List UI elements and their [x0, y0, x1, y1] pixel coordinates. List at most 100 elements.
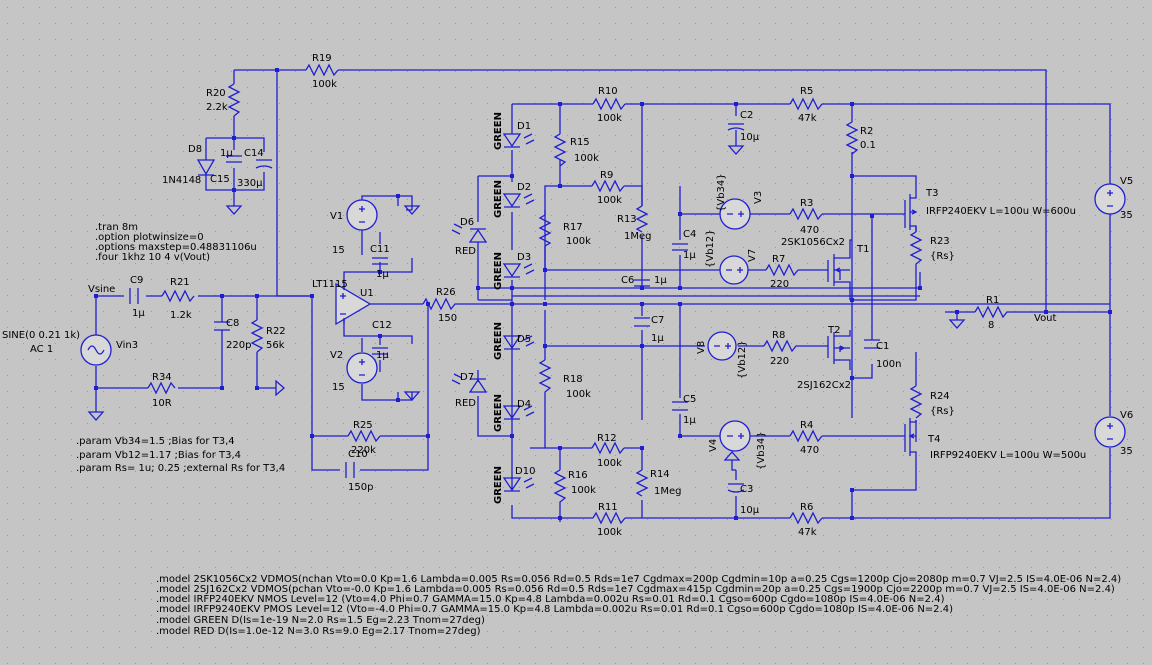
label-ac: AC 1: [30, 344, 53, 355]
capacitor-C2[interactable]: [727, 123, 745, 131]
resistor-R6[interactable]: [789, 511, 823, 525]
resistor-R25[interactable]: [347, 429, 381, 443]
capacitor-C10[interactable]: [345, 462, 355, 478]
directive-line[interactable]: .option plotwinsize=0: [95, 232, 204, 243]
capacitor-C3[interactable]: [727, 483, 745, 493]
resistor-R17[interactable]: [538, 214, 552, 247]
mosfet-T3[interactable]: [904, 184, 918, 232]
resistor-R7[interactable]: [765, 263, 799, 277]
resistor-R9[interactable]: [591, 179, 625, 193]
label-green-4: GREEN: [493, 322, 504, 360]
label-V5: V5: [1120, 176, 1133, 187]
diode-D8[interactable]: [196, 159, 216, 176]
led-D7[interactable]: [451, 373, 488, 393]
resistor-R12[interactable]: [591, 441, 625, 455]
directive-line[interactable]: .tran 8m: [95, 222, 138, 233]
voltage-source-V2[interactable]: [346, 352, 378, 384]
resistor-R1[interactable]: [974, 305, 1010, 319]
model-line[interactable]: .model IRFP240EKV NMOS Level=12 (Vto=4.0…: [156, 594, 945, 605]
opamp-U1[interactable]: [335, 282, 372, 326]
label-C2: C2: [740, 110, 753, 121]
capacitor-C4[interactable]: [672, 243, 688, 251]
led-D1[interactable]: [502, 133, 535, 148]
resistor-R8[interactable]: [763, 339, 798, 353]
resistor-R15[interactable]: [553, 133, 567, 167]
model-line[interactable]: .model IRFP9240EKV PMOS Level=12 (Vto=-4…: [156, 604, 953, 615]
model-line[interactable]: .model 2SJ162Cx2 VDMOS(pchan Vto=-0.0 Kp…: [156, 584, 1115, 595]
value-R9: 100k: [597, 195, 622, 206]
voltage-source-V3[interactable]: [719, 198, 751, 230]
led-D10[interactable]: [502, 477, 535, 492]
resistor-R19[interactable]: [305, 63, 339, 77]
junction-dots: [94, 68, 1112, 520]
mosfet-T4[interactable]: [904, 418, 917, 476]
model-line[interactable]: .model 2SK1056Cx2 VDMOS(nchan Vto=0.0 Kp…: [156, 574, 1121, 585]
resistor-R5[interactable]: [789, 97, 823, 111]
label-T1: T1: [856, 244, 869, 255]
led-D5[interactable]: [502, 335, 535, 350]
label-R18: R18: [563, 374, 583, 385]
label-R25: R25: [353, 420, 373, 431]
directive-line[interactable]: .four 1khz 10 4 v(Vout): [95, 252, 210, 263]
capacitor-C15[interactable]: [226, 155, 242, 163]
resistor-R20[interactable]: [227, 83, 241, 117]
param-line[interactable]: .param Vb34=1.5 ;Bias for T3,4: [76, 436, 235, 447]
capacitor-C5[interactable]: [672, 401, 688, 411]
resistor-R10[interactable]: [592, 97, 626, 111]
resistor-R3[interactable]: [789, 207, 823, 221]
label-D7: D7: [460, 372, 474, 383]
capacitor-C11[interactable]: [372, 257, 388, 265]
led-D2[interactable]: [502, 193, 535, 208]
mosfet-T2[interactable]: [827, 330, 851, 370]
voltage-source-V8[interactable]: [707, 331, 737, 361]
param-line[interactable]: .param Vb12=1.17 ;Bias for T3,4: [76, 450, 241, 461]
resistor-R14[interactable]: [635, 469, 649, 497]
resistor-R18[interactable]: [538, 359, 552, 410]
resistor-R16[interactable]: [553, 469, 567, 522]
value-C2: 10µ: [740, 132, 760, 143]
voltage-source-V4[interactable]: [719, 420, 751, 452]
voltage-source-V5[interactable]: [1094, 183, 1126, 215]
capacitor-C9[interactable]: [129, 288, 139, 304]
mosfet-T1[interactable]: [827, 250, 851, 290]
label-C15: C15: [210, 174, 230, 185]
voltage-source-V7[interactable]: [719, 255, 749, 285]
label-R20: R20: [206, 88, 226, 99]
label-C4: C4: [683, 229, 696, 240]
resistor-R21[interactable]: [161, 289, 195, 303]
capacitor-C1[interactable]: [864, 339, 880, 349]
label-R1: R1: [986, 295, 999, 306]
capacitor-C6[interactable]: [634, 279, 650, 287]
capacitor-C14[interactable]: [255, 159, 273, 169]
value-R4: 470: [800, 445, 819, 456]
resistor-R26[interactable]: [422, 297, 463, 311]
resistor-R34[interactable]: [147, 381, 176, 395]
label-C6: C6: [621, 275, 634, 286]
voltage-source-V6[interactable]: [1094, 416, 1126, 448]
resistor-R13[interactable]: [635, 205, 649, 233]
led-D6[interactable]: [451, 223, 488, 243]
label-opamp: LT1115: [312, 279, 348, 290]
voltage-source-V1[interactable]: [346, 199, 378, 231]
param-line[interactable]: .param Rs= 1u; 0.25 ;external Rs for T3,…: [76, 463, 285, 474]
resistor-R24[interactable]: [909, 385, 923, 419]
model-line[interactable]: .model RED D(Is=1.0e-12 N=3.0 Rs=9.0 Eg=…: [156, 626, 481, 637]
led-D3[interactable]: [502, 263, 535, 278]
resistor-R2[interactable]: [845, 121, 859, 155]
capacitor-C7[interactable]: [634, 317, 650, 327]
capacitor-C12[interactable]: [372, 347, 388, 355]
label-red-2: RED: [455, 398, 476, 409]
directive-line[interactable]: .options maxstep=0.48831106u: [95, 242, 257, 253]
resistor-R23[interactable]: [909, 231, 923, 272]
value-R13: 1Meg: [624, 231, 652, 242]
resistor-R22[interactable]: [250, 319, 264, 353]
capacitor-C8[interactable]: [214, 321, 230, 331]
resistor-R11[interactable]: [592, 511, 626, 525]
resistor-R4[interactable]: [789, 429, 823, 443]
model-line[interactable]: .model GREEN D(Is=1e-19 N=2.0 Rs=1.5 Eg=…: [156, 615, 485, 626]
label-R10: R10: [598, 86, 618, 97]
value-T2: 2SJ162Cx2: [797, 380, 851, 391]
led-D4[interactable]: [502, 405, 535, 420]
label-R7: R7: [772, 254, 785, 265]
